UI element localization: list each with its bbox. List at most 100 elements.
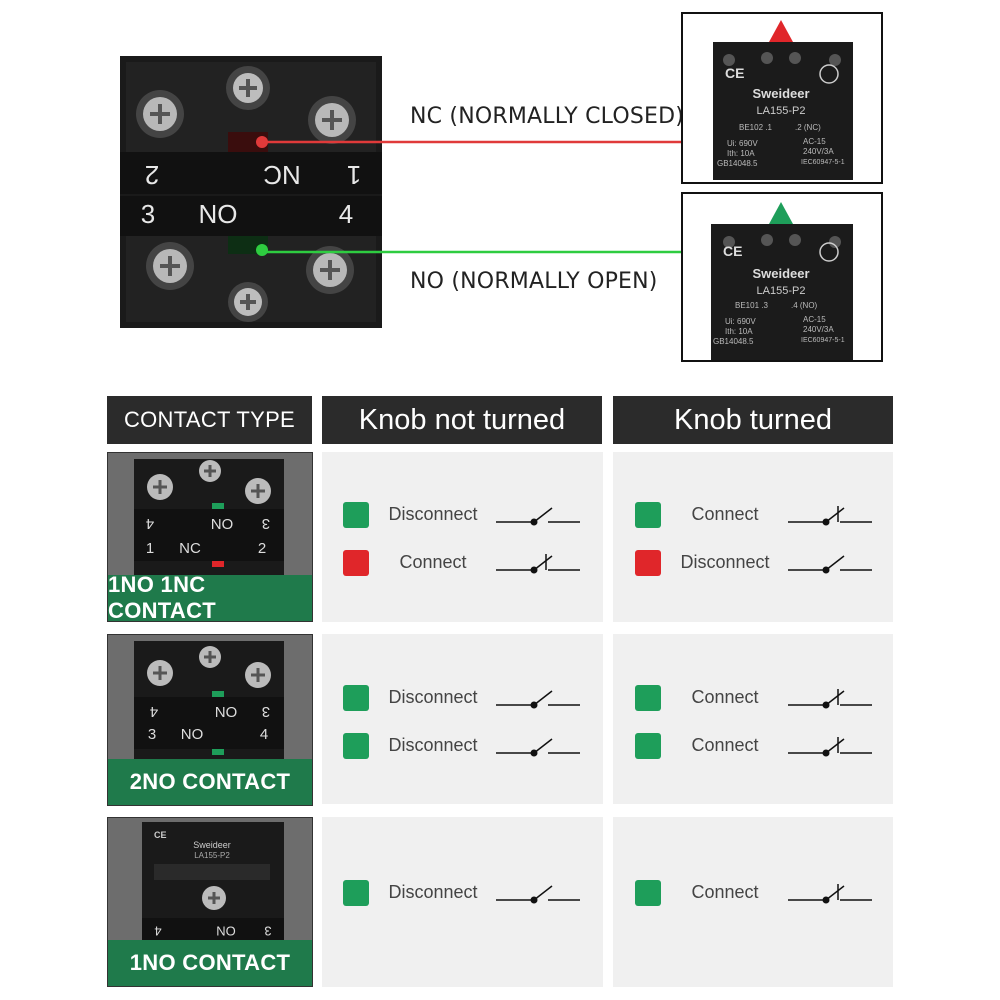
contact-state-label: Disconnect bbox=[388, 735, 478, 755]
svg-text:ON: ON bbox=[215, 703, 238, 720]
terminal-label: NC bbox=[263, 160, 301, 190]
closed-switch-icon bbox=[496, 548, 580, 583]
svg-text:Ith: 10A: Ith: 10A bbox=[725, 327, 753, 336]
status-square-icon bbox=[343, 733, 369, 759]
svg-text:4: 4 bbox=[146, 515, 154, 532]
open-switch-icon bbox=[496, 500, 580, 535]
header-knob-turned: Knob turned bbox=[613, 396, 893, 444]
status-square-icon bbox=[635, 733, 661, 759]
status-square-icon bbox=[635, 550, 661, 576]
contact-state-item: Disconnect bbox=[0, 500, 1000, 530]
contact-type-label: 1NO 1NC CONTACT bbox=[108, 572, 312, 621]
open-switch-icon bbox=[496, 731, 580, 766]
svg-text:.4 (NO): .4 (NO) bbox=[791, 301, 818, 310]
contact-state-item: Disconnect bbox=[0, 683, 1000, 713]
svg-text:Ui: 690V: Ui: 690V bbox=[727, 139, 758, 148]
closed-switch-icon bbox=[788, 683, 872, 718]
open-switch-icon bbox=[496, 683, 580, 718]
svg-text:AC-15: AC-15 bbox=[803, 315, 826, 324]
svg-text:3: 3 bbox=[262, 515, 270, 532]
terminal-label: 2 bbox=[145, 160, 159, 190]
contact-state-item: Connect bbox=[0, 500, 1000, 530]
no-contact-block-photo: CE Sweideer LA155-P2 BE101 .3 .4 (NO) Ui… bbox=[681, 192, 883, 362]
svg-text:CE: CE bbox=[725, 65, 744, 81]
svg-text:240V/3A: 240V/3A bbox=[803, 325, 834, 334]
svg-text:GB14048.5: GB14048.5 bbox=[717, 159, 758, 168]
svg-text:GB14048.5: GB14048.5 bbox=[713, 337, 754, 346]
contact-state-label: Connect bbox=[691, 687, 759, 707]
status-square-icon bbox=[635, 880, 661, 906]
screw-icon bbox=[199, 460, 221, 482]
row-1-thumbnail: 4 ON 3 1 NC 2 1NO 1NC CONTACT bbox=[107, 452, 313, 622]
closed-switch-icon bbox=[788, 500, 872, 535]
svg-text:240V/3A: 240V/3A bbox=[803, 147, 834, 156]
svg-text:NC: NC bbox=[179, 540, 201, 557]
terminal-label: 1 bbox=[347, 160, 361, 190]
svg-text:Sweideer: Sweideer bbox=[193, 840, 231, 850]
row-3-thumbnail: CE Sweideer LA155-P2 4 ON 3 1NO CONTACT bbox=[107, 817, 313, 987]
contact-state-label: Disconnect bbox=[680, 552, 770, 572]
contact-state-label: Connect bbox=[691, 882, 759, 902]
contact-state-label: Connect bbox=[691, 735, 759, 755]
svg-text:BE101 .3: BE101 .3 bbox=[735, 301, 768, 310]
ccc-mark-icon bbox=[819, 64, 839, 84]
contact-state-item: Connect bbox=[0, 878, 1000, 908]
screw-icon bbox=[228, 282, 268, 322]
svg-text:4: 4 bbox=[154, 924, 161, 939]
svg-text:2: 2 bbox=[258, 540, 266, 557]
terminal-label: 3 bbox=[141, 199, 155, 229]
row-1-not-turned-cell bbox=[322, 452, 603, 622]
status-square-icon bbox=[343, 550, 369, 576]
screw-icon bbox=[136, 90, 184, 138]
nc-contact-block-photo: CE Sweideer LA155-P2 BE102 .1 .2 (NC) Ui… bbox=[681, 12, 883, 184]
screw-icon bbox=[245, 478, 271, 504]
svg-text:ON: ON bbox=[216, 924, 236, 939]
svg-text:3: 3 bbox=[148, 726, 156, 743]
row-2-thumbnail: 4 ON 3 3 NO 4 2NO CONTACT bbox=[107, 634, 313, 806]
svg-text:ON: ON bbox=[211, 515, 234, 532]
screw-icon bbox=[226, 66, 270, 110]
svg-text:Ui: 690V: Ui: 690V bbox=[725, 317, 756, 326]
status-square-icon bbox=[635, 685, 661, 711]
contact-type-label: 1NO CONTACT bbox=[108, 940, 312, 986]
nc-callout-label: NC (NORMALLY CLOSED) bbox=[410, 104, 685, 129]
contact-state-item: Connect bbox=[0, 683, 1000, 713]
terminal-label: 4 bbox=[339, 199, 353, 229]
open-switch-icon bbox=[788, 548, 872, 583]
contact-type-label: 2NO CONTACT bbox=[108, 759, 312, 805]
svg-text:4: 4 bbox=[150, 703, 158, 720]
screw-icon bbox=[308, 96, 356, 144]
product-brand: Sweideer bbox=[752, 86, 809, 101]
contact-state-label: Disconnect bbox=[388, 882, 478, 902]
screw-icon bbox=[199, 646, 221, 668]
ccc-mark-icon bbox=[819, 242, 839, 262]
svg-text:.2 (NC): .2 (NC) bbox=[795, 123, 821, 132]
screw-icon bbox=[306, 246, 354, 294]
svg-text:Ith: 10A: Ith: 10A bbox=[727, 149, 755, 158]
contact-block-illustration: 2 NC 1 3 NO 4 bbox=[120, 56, 382, 328]
contact-state-item: Disconnect bbox=[0, 731, 1000, 761]
status-square-icon bbox=[343, 685, 369, 711]
screw-icon bbox=[146, 242, 194, 290]
closed-switch-icon bbox=[788, 731, 872, 766]
row-1-turned-cell bbox=[613, 452, 893, 622]
svg-text:NO: NO bbox=[181, 726, 204, 743]
svg-text:LA155-P2: LA155-P2 bbox=[194, 851, 230, 860]
screw-icon bbox=[147, 474, 173, 500]
open-switch-icon bbox=[496, 878, 580, 913]
row-2-not-turned-cell bbox=[322, 634, 603, 804]
svg-text:IEC60947-5-1: IEC60947-5-1 bbox=[801, 159, 845, 166]
screw-icon bbox=[202, 886, 226, 910]
product-brand: Sweideer bbox=[752, 266, 809, 281]
svg-text:3: 3 bbox=[262, 703, 270, 720]
contact-state-item: Disconnect bbox=[0, 548, 1000, 578]
contact-state-item: Connect bbox=[0, 731, 1000, 761]
product-model: LA155-P2 bbox=[757, 285, 806, 297]
contact-state-label: Disconnect bbox=[388, 687, 478, 707]
contact-state-item: Disconnect bbox=[0, 878, 1000, 908]
status-square-icon bbox=[635, 502, 661, 528]
callout-lines bbox=[262, 140, 682, 254]
status-square-icon bbox=[343, 880, 369, 906]
no-callout-label: NO (NORMALLY OPEN) bbox=[410, 269, 658, 294]
contact-state-label: Connect bbox=[399, 552, 467, 572]
